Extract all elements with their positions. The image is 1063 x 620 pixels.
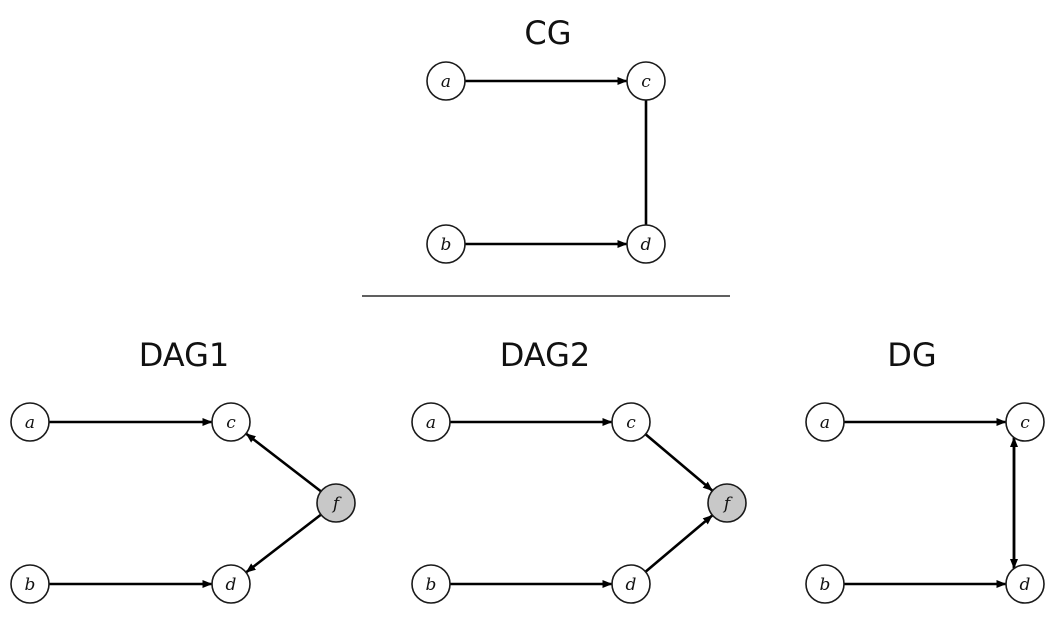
dg-node-d: d bbox=[1005, 564, 1045, 604]
dag2-node-b-circle bbox=[411, 564, 451, 604]
dag1-node-f: f bbox=[316, 483, 356, 523]
dag1-node-c-label: c bbox=[226, 413, 236, 433]
dag1-edge-f-c bbox=[245, 432, 322, 493]
cg-node-a: a bbox=[426, 61, 466, 101]
dg-node-d-circle bbox=[1005, 564, 1045, 604]
dag2-node-f-label: f bbox=[722, 494, 733, 514]
dag1-node-b: b bbox=[10, 564, 50, 604]
dag1-node-c-circle bbox=[211, 402, 251, 442]
dg-node-a-label: a bbox=[820, 413, 830, 433]
dg-node-b-circle bbox=[805, 564, 845, 604]
dg-node-d-label: d bbox=[1020, 575, 1031, 595]
edges-layer bbox=[49, 77, 1018, 588]
dag2-edge-c-f bbox=[644, 433, 714, 492]
cg-node-a-circle bbox=[426, 61, 466, 101]
dag2-node-a-label: a bbox=[426, 413, 436, 433]
dag1-node-c: c bbox=[211, 402, 251, 442]
dg-node-b: b bbox=[805, 564, 845, 604]
dag2-node-c: c bbox=[611, 402, 651, 442]
dag2-node-c-label: c bbox=[626, 413, 636, 433]
cg-node-d: d bbox=[626, 224, 666, 264]
dag2-node-d-label: d bbox=[626, 575, 637, 595]
dg-node-a: a bbox=[805, 402, 845, 442]
dag2-node-d-circle bbox=[611, 564, 651, 604]
dag2-node-b: b bbox=[411, 564, 451, 604]
dag2-node-c-circle bbox=[611, 402, 651, 442]
dg-node-c: c bbox=[1005, 402, 1045, 442]
cg-node-a-label: a bbox=[441, 72, 451, 92]
dag2-title: DAG2 bbox=[500, 336, 591, 374]
dg-node-c-label: c bbox=[1020, 413, 1030, 433]
dag2-node-b-label: b bbox=[426, 575, 437, 595]
cg-node-b-circle bbox=[426, 224, 466, 264]
cg-node-c-circle bbox=[626, 61, 666, 101]
dag1-edge-f-d bbox=[245, 513, 322, 574]
dag1-node-f-label: f bbox=[331, 494, 342, 514]
dag2-node-d: d bbox=[611, 564, 651, 604]
dg-title: DG bbox=[887, 336, 936, 374]
dag1-node-f-circle bbox=[316, 483, 356, 523]
dag2-node-f: f bbox=[707, 483, 747, 523]
dg-node-b-label: b bbox=[820, 575, 831, 595]
dag1-title: DAG1 bbox=[139, 336, 230, 374]
cg-node-b: b bbox=[426, 224, 466, 264]
cg-node-c-label: c bbox=[641, 72, 651, 92]
dag2-edge-d-f bbox=[644, 514, 714, 573]
dag1-node-a-circle bbox=[10, 402, 50, 442]
dag1-node-d-circle bbox=[211, 564, 251, 604]
dag1-node-d-label: d bbox=[226, 575, 237, 595]
dag1-node-d: d bbox=[211, 564, 251, 604]
cg-node-c: c bbox=[626, 61, 666, 101]
cg-title: CG bbox=[524, 14, 571, 52]
dag2-node-a-circle bbox=[411, 402, 451, 442]
dag2-node-a: a bbox=[411, 402, 451, 442]
dg-node-a-circle bbox=[805, 402, 845, 442]
dag1-node-b-circle bbox=[10, 564, 50, 604]
cg-node-b-label: b bbox=[441, 235, 452, 255]
cg-node-d-circle bbox=[626, 224, 666, 264]
dag1-node-a-label: a bbox=[25, 413, 35, 433]
dag2-node-f-circle bbox=[707, 483, 747, 523]
dag1-node-b-label: b bbox=[25, 575, 36, 595]
cg-node-d-label: d bbox=[641, 235, 652, 255]
dag1-node-a: a bbox=[10, 402, 50, 442]
nodes-layer: a c b d a c f b d a c f b d a c b d bbox=[10, 61, 1045, 604]
dg-node-c-circle bbox=[1005, 402, 1045, 442]
